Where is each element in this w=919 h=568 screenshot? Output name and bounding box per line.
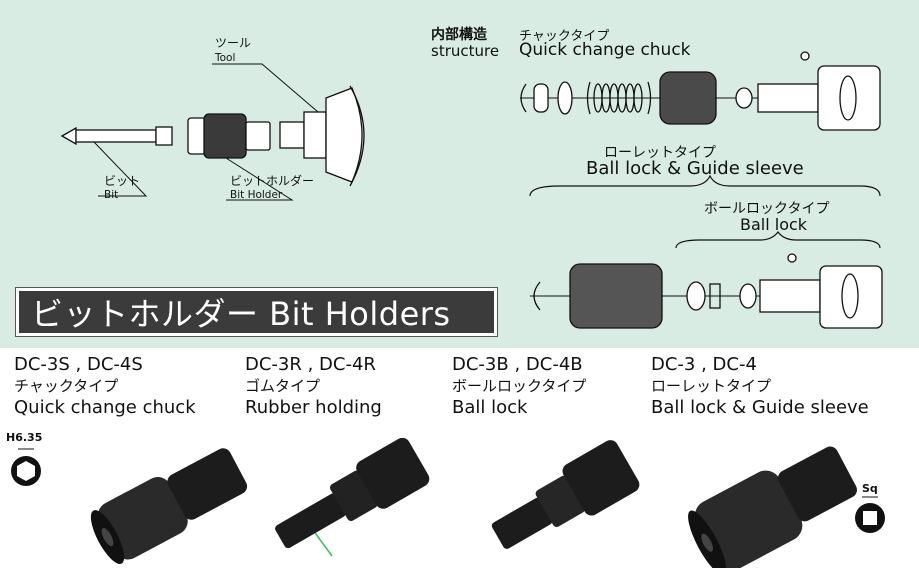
bit-hex — [155, 126, 173, 146]
product-photo-rubber — [275, 437, 430, 557]
chuck-type-en: Quick change chuck — [519, 40, 691, 60]
product-photo-knurl — [688, 446, 857, 568]
product-dc-3s: DC-3S , DC-4S チャックタイプ Quick change chuck — [14, 354, 239, 420]
product-model: DC-3B , DC-4B — [452, 354, 583, 375]
tool-square — [279, 121, 305, 149]
product-dc-3r: DC-3R , DC-4R ゴムタイプ Rubber holding — [245, 354, 470, 420]
product-type-en: Rubber holding — [245, 397, 382, 418]
product-type-jp: ローレットタイプ — [651, 377, 772, 395]
ball-type-en: Ball lock — [740, 215, 808, 234]
holder-label-jp: ビットホルダー — [230, 174, 315, 188]
bit-label-en: Bit — [104, 189, 119, 201]
hex-badge-label: H6.35 — [6, 431, 43, 444]
product-type-en: Ball lock & Guide sleeve — [651, 397, 869, 418]
product-photo-chuck — [90, 448, 248, 564]
hex-socket-icon — [11, 448, 41, 486]
square-badge-label: Sq — [862, 482, 878, 495]
chuck-type-jp: チャックタイプ — [519, 29, 610, 44]
holder-body — [245, 121, 271, 151]
knurl-type-en: Ball lock & Guide sleeve — [586, 158, 804, 179]
structure-label-jp: 内部構造 — [431, 27, 487, 43]
product-model: DC-3S , DC-4S — [14, 354, 143, 375]
product-model: DC-3 , DC-4 — [651, 354, 757, 375]
assembly-illustration — [60, 63, 365, 201]
product-model: DC-3R , DC-4R — [245, 354, 376, 375]
tool-label-jp: ツール — [215, 36, 252, 50]
ball-type-jp: ボールロックタイプ — [704, 201, 830, 217]
product-type-jp: ゴムタイプ — [245, 377, 321, 395]
tool-rim — [349, 85, 365, 187]
holder-label-en: Bit Holder — [230, 189, 283, 201]
structure-label-en: structure — [431, 42, 500, 60]
title-banner: ビットホルダー Bit Holders — [15, 287, 498, 337]
chuck-exploded-view — [520, 51, 883, 329]
banner-title: ビットホルダー Bit Holders — [31, 295, 451, 333]
product-type-en: Quick change chuck — [14, 397, 196, 418]
square-socket-icon — [855, 496, 885, 533]
product-type-jp: チャックタイプ — [14, 377, 119, 395]
product-type-jp: ボールロックタイプ — [452, 377, 587, 395]
bit-label-jp: ビット — [104, 174, 141, 188]
product-type-en: Ball lock — [452, 397, 528, 418]
knurl-type-jp: ローレットタイプ — [604, 145, 716, 161]
product-dc-3b: DC-3B , DC-4B ボールロックタイプ Ball lock — [452, 354, 677, 420]
product-dc-3: DC-3 , DC-4 ローレットタイプ Ball lock & Guide s… — [651, 354, 876, 420]
product-photo-ball-lock — [491, 440, 640, 549]
tool-label-en: Tool — [215, 52, 236, 64]
